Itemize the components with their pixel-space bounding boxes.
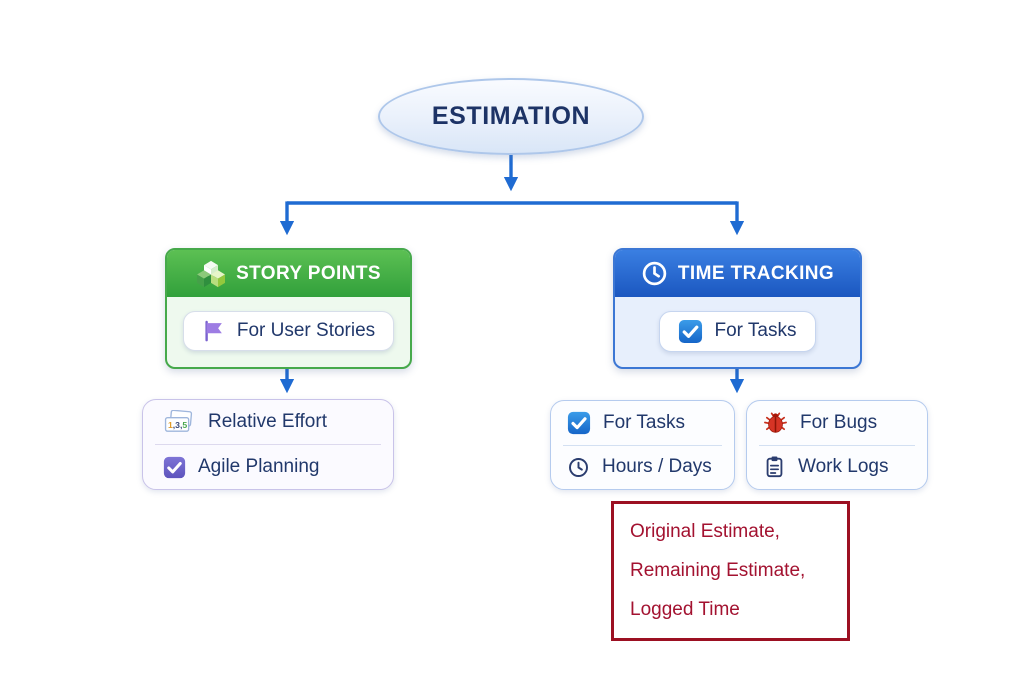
story-points-cubes-icon bbox=[197, 260, 226, 287]
hours-days-label: Hours / Days bbox=[602, 456, 712, 478]
user-stories-pill: For User Stories bbox=[182, 311, 395, 351]
agile-planning-label: Agile Planning bbox=[198, 456, 320, 477]
for-tasks-detail-label: For Tasks bbox=[603, 411, 686, 433]
estimation-cards-icon: 1,3,5 bbox=[164, 409, 193, 432]
user-stories-label: For User Stories bbox=[236, 320, 376, 341]
clock-outline-icon bbox=[569, 457, 588, 477]
estimate-note-box: Original Estimate, Remaining Estimate, L… bbox=[611, 501, 850, 641]
note-line-remaining-estimate: Remaining Estimate, bbox=[630, 560, 806, 581]
agile-planning-row: Agile Planning bbox=[143, 448, 393, 486]
svg-text:1,3,5: 1,3,5 bbox=[168, 419, 187, 429]
note-line-logged-time: Logged Time bbox=[630, 599, 740, 620]
divider bbox=[155, 444, 381, 445]
clipboard-icon bbox=[766, 456, 783, 478]
for-tasks-row: For Tasks bbox=[551, 404, 734, 442]
relative-effort-row: 1,3,5 Relative Effort bbox=[143, 403, 393, 441]
work-logs-row: Work Logs bbox=[747, 448, 927, 486]
clock-icon bbox=[642, 261, 667, 286]
story-points-header: STORY POINTS bbox=[167, 250, 410, 297]
story-points-title: STORY POINTS bbox=[236, 262, 381, 284]
bugs-details-node: For Bugs Work Logs bbox=[746, 400, 928, 490]
story-details-node: 1,3,5 Relative Effort Agile Planning bbox=[142, 399, 394, 490]
root-label: ESTIMATION bbox=[431, 102, 591, 130]
divider bbox=[563, 444, 722, 446]
for-bugs-label: For Bugs bbox=[800, 411, 878, 433]
relative-effort-label: Relative Effort bbox=[208, 411, 327, 432]
root-node-estimation: ESTIMATION bbox=[378, 78, 644, 155]
work-logs-label: Work Logs bbox=[798, 456, 889, 478]
for-tasks-pill: For Tasks bbox=[659, 310, 816, 352]
time-tracking-node: TIME TRACKING For Tasks bbox=[613, 248, 862, 369]
note-line-original-estimate: Original Estimate, bbox=[630, 521, 780, 542]
story-points-node: STORY POINTS For User Stories bbox=[165, 248, 412, 369]
time-tracking-title: TIME TRACKING bbox=[677, 262, 835, 284]
for-bugs-row: For Bugs bbox=[747, 404, 927, 442]
checkbox-purple-icon bbox=[163, 456, 186, 478]
for-tasks-label: For Tasks bbox=[714, 320, 797, 341]
story-points-body: For User Stories bbox=[167, 297, 410, 365]
time-tracking-header: TIME TRACKING bbox=[615, 250, 860, 297]
divider bbox=[759, 444, 915, 446]
checkbox-blue-icon bbox=[679, 319, 703, 343]
tasks-details-node: For Tasks Hours / Days bbox=[550, 400, 735, 490]
time-tracking-body: For Tasks bbox=[615, 297, 860, 365]
hours-days-row: Hours / Days bbox=[551, 448, 734, 486]
bug-icon bbox=[764, 412, 787, 433]
flag-icon bbox=[205, 320, 222, 342]
checkbox-blue-icon bbox=[567, 411, 591, 434]
